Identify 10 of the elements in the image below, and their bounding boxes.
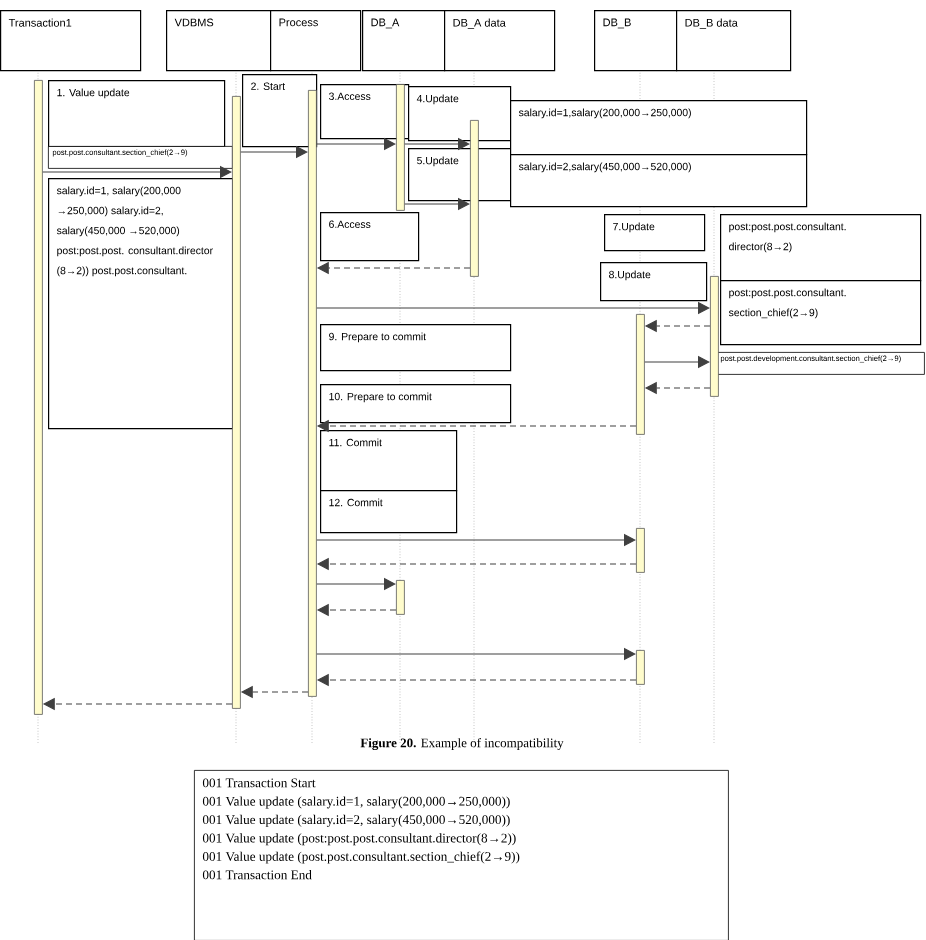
activation-bar xyxy=(396,580,405,615)
activation-bar xyxy=(710,276,719,397)
activation-bar xyxy=(232,96,241,709)
activation-bar xyxy=(470,120,479,277)
activation-bar xyxy=(34,80,43,715)
activation-bar xyxy=(396,84,405,211)
activation-bar xyxy=(636,528,645,573)
activation-bar xyxy=(636,650,645,685)
activation-bar xyxy=(308,90,317,697)
activation-bar xyxy=(636,314,645,435)
